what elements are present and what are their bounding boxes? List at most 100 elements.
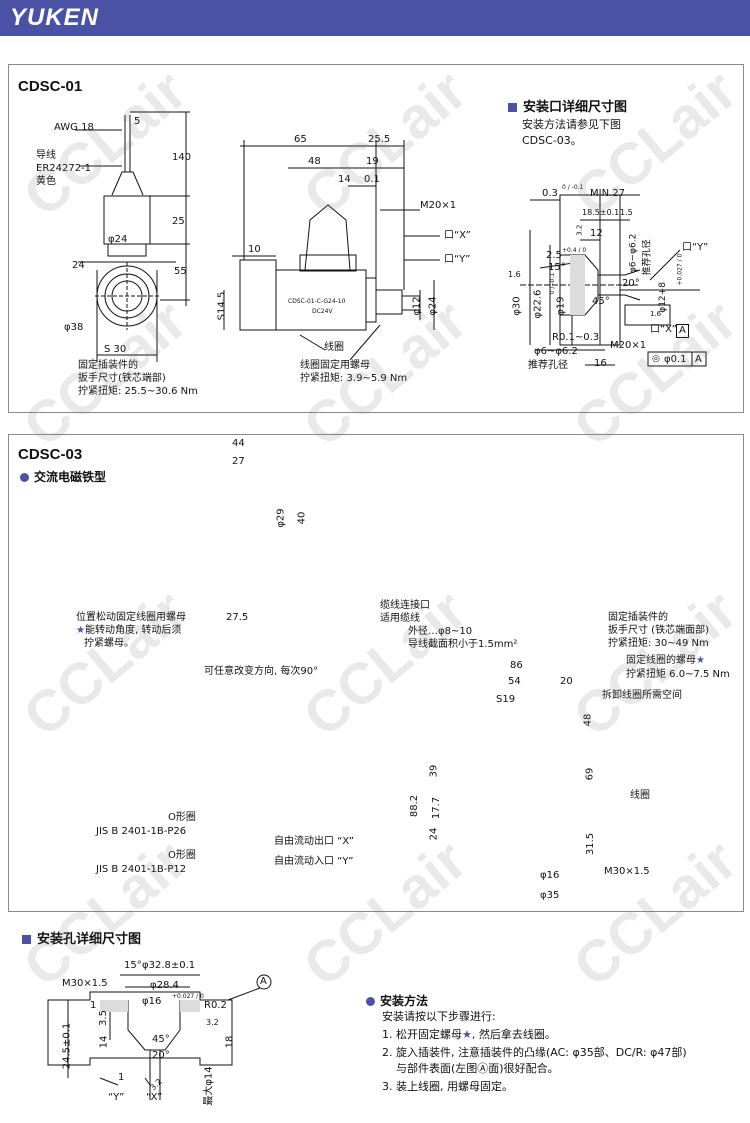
cdsc03-title: CDSC-03 <box>18 446 83 463</box>
dim-20: 20 <box>560 676 573 687</box>
coil-nut-label: 固定线圈的螺母★ <box>626 655 705 666</box>
method-title: 安装方法 <box>366 992 428 1009</box>
cable-fit-label: 适用缆线 <box>380 613 420 624</box>
method-step-1: 1. 松开固定螺母★, 然后拿去线圈。 <box>382 1028 556 1041</box>
dim-1-5: 1.5 <box>620 208 633 217</box>
method-step-2b: 与部件表面(左图Ⓐ面)很好配合。 <box>396 1062 559 1075</box>
cable-section-label: 导线截面积小于1.5mm² <box>408 639 518 650</box>
dim-14: 14 <box>338 174 351 185</box>
dim-5: 5 <box>134 116 141 127</box>
hole-1b: 1 <box>118 1072 125 1083</box>
dim-88-2: 88.2 <box>409 794 421 818</box>
wrench-note-3: 拧紧扭矩: 25.5~30.6 Nm <box>78 386 198 397</box>
dim-d30: φ30 <box>511 296 523 316</box>
dim-d24b: φ24 <box>427 296 439 316</box>
dim-10: 10 <box>248 244 261 255</box>
dim-140: 140 <box>172 152 192 163</box>
wrench-note-2: 扳手尺寸(铁芯端部) <box>78 373 166 384</box>
dim-d6b: φ6~φ6.2 <box>534 346 578 357</box>
dim-25: 25 <box>172 216 185 227</box>
dim-0-3: 0.3 <box>542 188 558 199</box>
dim-54: 54 <box>508 676 521 687</box>
section-marker-icon <box>22 935 31 944</box>
star-icon: ★ <box>76 625 85 636</box>
direction-note: 可任意改变方向, 每次90° <box>204 666 319 677</box>
dim-1-6a: 1.6 <box>508 270 521 279</box>
wrench-note-b: 扳手尺寸 (铁芯端面部) <box>608 625 709 636</box>
hole-1a: 1 <box>90 1000 97 1011</box>
coil-nut-torque: 拧紧扭矩 6.0~7.5 Nm <box>626 669 730 680</box>
datum-a-box: A <box>676 324 689 338</box>
plate-text-2: DC24V <box>312 308 333 315</box>
port-y-detail: 口“Y” <box>682 242 709 253</box>
m20-label: M20×1 <box>420 200 457 211</box>
dim-d12b: φ12+8 <box>657 282 668 313</box>
dim-17-7: 17.7 <box>431 796 443 820</box>
dim-24b: 24 <box>428 827 440 841</box>
dim-45deg: 45° <box>592 296 610 307</box>
m20-detail: M20×1 <box>610 340 647 351</box>
dim-86: 86 <box>510 660 523 671</box>
dim-d22-6: φ22.6 <box>532 289 544 319</box>
tol-value: φ0.1 <box>664 354 687 365</box>
star-icon: ★ <box>462 1028 472 1041</box>
dim-48: 48 <box>308 156 321 167</box>
dim-d12: φ12 <box>411 296 423 316</box>
hole-m30: M30×1.5 <box>62 978 108 989</box>
hole-3-2a: 3.2 <box>206 1018 219 1027</box>
dim-27-5: 27.5 <box>226 612 249 623</box>
dim-2-5: 2.5 <box>546 250 562 261</box>
rotate-note-2: ★能转动角度, 转动后须 <box>76 625 182 636</box>
method-step-3: 3. 装上线圈, 用螺母固定。 <box>382 1080 513 1093</box>
hole-14: 14 <box>98 1035 110 1049</box>
yuken-logo: YUKEN <box>10 4 100 31</box>
cdsc03-panel <box>8 434 744 912</box>
dim-27: 27 <box>232 456 245 467</box>
tol-ref: A <box>695 354 702 365</box>
cdsc03-subtitle: 交流电磁铁型 <box>20 468 106 485</box>
hole-3-5: 3.5 <box>97 1010 109 1026</box>
detail-note-1: 安装方法请参见下图 <box>522 118 621 131</box>
dim-16: 16 <box>594 358 607 369</box>
dim-d24: φ24 <box>108 234 128 245</box>
dim-55: 55 <box>174 266 187 277</box>
hole-d16: φ16 <box>142 996 162 1007</box>
dim-12: 12 <box>590 228 603 239</box>
dim-15deg: 15° <box>548 262 566 273</box>
wrench-note-a: 固定插装件的 <box>608 612 668 623</box>
brand-header: YUKEN <box>0 0 750 36</box>
cdsc01-title: CDSC-01 <box>18 78 83 95</box>
dim-40: 40 <box>296 511 308 525</box>
removal-space-label: 拆卸线圈所需空间 <box>602 690 682 701</box>
hole-45deg: 45° <box>152 1034 170 1045</box>
dim-39: 39 <box>428 764 440 778</box>
lead-label: 导线 <box>36 150 56 161</box>
oring-1-spec: JIS B 2401-1B-P26 <box>96 826 187 837</box>
nut-note-2: 拧紧扭矩: 3.9~5.9 Nm <box>300 373 408 384</box>
port-x-detail: 口“X” <box>650 324 677 335</box>
rotate-note-1: 位置松动固定线圈用螺母 <box>76 612 186 623</box>
dim-19: 19 <box>366 156 379 167</box>
hole-d28-4: φ28.4 <box>150 980 179 991</box>
hole-d16-tol: +0.027 / 0 <box>172 993 204 1000</box>
rec-hole-label-2: 推荐孔径 <box>528 360 568 371</box>
section-marker-icon <box>508 103 517 112</box>
bullet-icon <box>20 473 29 482</box>
rotate-note-3: 拧紧螺母。 <box>84 638 134 649</box>
dim-31-5: 31.5 <box>585 832 597 856</box>
dim-d6: φ6~φ6.2 <box>628 233 639 274</box>
dim-18-5: 18.5±0.1 <box>582 208 620 217</box>
dim-min27: MIN.27 <box>590 188 625 199</box>
wrench-note-1: 固定插装件的 <box>78 360 138 371</box>
lead-spec: ER24272-1 <box>36 163 92 174</box>
dim-0-3-tol: 0 / -0.1 <box>562 184 584 191</box>
cable-port-label: 缆线连接口 <box>380 600 430 611</box>
dim-24: 24 <box>72 260 85 271</box>
hole-port-x: “X” <box>146 1092 163 1103</box>
oring-2-label: O形圈 <box>168 850 196 861</box>
dim-1-6b: 1.6 <box>650 310 662 318</box>
dim-d22-6-tol: 0 / -0.1 <box>549 272 557 295</box>
hole-15deg: 15° <box>124 960 142 971</box>
dim-d38: φ38 <box>64 322 84 333</box>
hole-r02: R0.2 <box>204 1000 227 1011</box>
